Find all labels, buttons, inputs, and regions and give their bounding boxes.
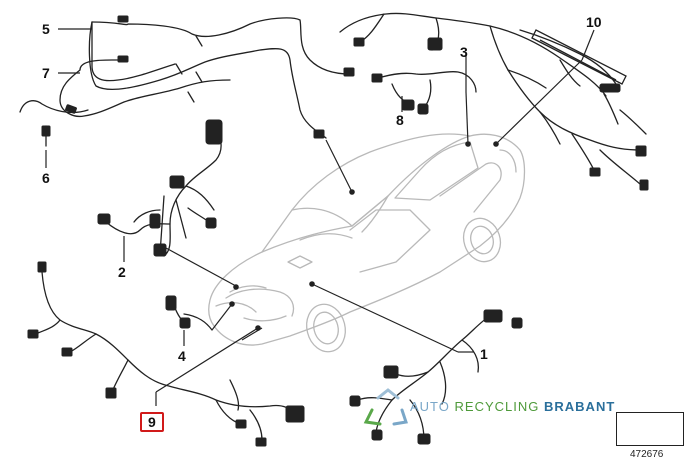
watermark-word-auto: AUTO — [410, 399, 450, 414]
part-label-10: 10 — [586, 14, 602, 30]
connectors — [27, 15, 649, 447]
harness-wiring — [19, 12, 647, 441]
watermark-word-brabant: BRABANT — [544, 399, 616, 414]
part-label-2: 2 — [118, 264, 126, 280]
recycling-icon — [363, 388, 408, 426]
rear-bar-part — [531, 29, 627, 85]
part-label-5: 5 — [42, 21, 50, 37]
part-label-9: 9 — [140, 412, 164, 432]
part-label-3: 3 — [460, 44, 468, 60]
part-label-1: 1 — [480, 346, 488, 362]
watermark-text: AUTO RECYCLING BRABANT — [410, 399, 615, 414]
car-outline — [208, 133, 526, 353]
part-label-4: 4 — [178, 348, 186, 364]
leader-lines — [45, 28, 595, 406]
reference-number: 472676 — [630, 449, 664, 460]
reference-box — [616, 412, 684, 446]
part-label-6: 6 — [42, 170, 50, 186]
part-label-7: 7 — [42, 65, 50, 81]
watermark-word-recycling: RECYCLING — [454, 399, 540, 414]
part-label-8: 8 — [396, 112, 404, 128]
